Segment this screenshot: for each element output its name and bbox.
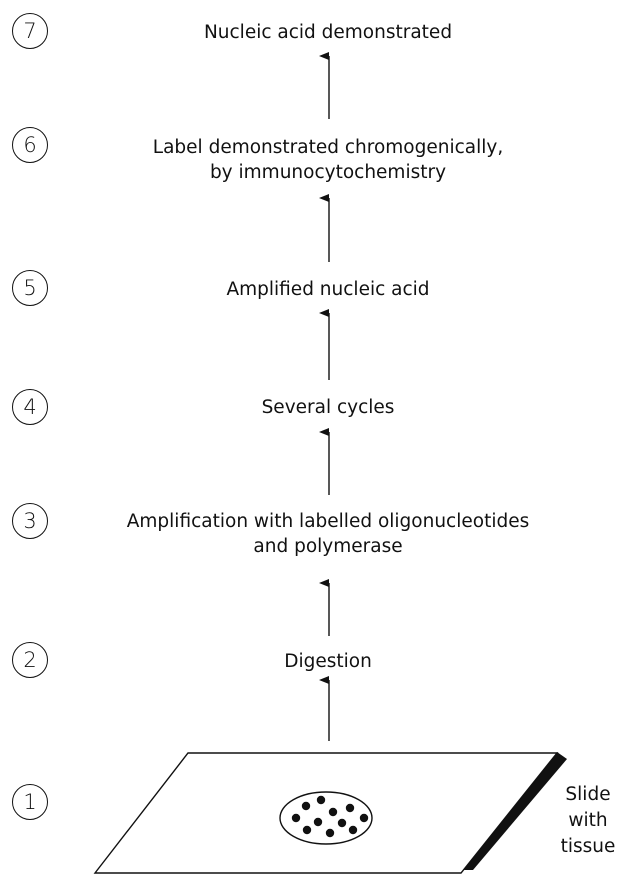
step-number-1-text: 1 (23, 790, 37, 814)
step-number-6: 6 (12, 127, 48, 163)
slide-label-line1: Slide (565, 784, 611, 805)
step-number-7: 7 (12, 13, 48, 49)
step-number-2: 2 (12, 642, 48, 678)
tissue-cell (302, 825, 312, 835)
step-number-3: 3 (12, 503, 48, 539)
step-6-text-line1: Label demonstrated chromogenically, (152, 137, 504, 158)
tissue-cell (337, 818, 347, 828)
tissue-cell (359, 813, 369, 823)
tissue-cell (348, 825, 358, 835)
step-number-1: 1 (12, 784, 48, 820)
step-number-3-text: 3 (23, 509, 37, 533)
tissue-cell (313, 817, 323, 827)
step-2-text: Digestion (284, 651, 372, 672)
step-3-text-line1: Amplification with labelled oligonucleot… (126, 511, 530, 532)
step-3-label: Amplification with labelled oligonucleot… (90, 509, 566, 559)
step-3-text-line2: and polymerase (253, 536, 403, 557)
tissue-cell (291, 813, 301, 823)
step-number-5-text: 5 (23, 276, 37, 300)
step-number-5: 5 (12, 270, 48, 306)
step-7-label: Nucleic acid demonstrated (90, 20, 566, 45)
step-number-4-text: 4 (23, 395, 37, 419)
step-5-label: Amplified nucleic acid (90, 277, 566, 302)
tissue-cell (316, 795, 326, 805)
step-4-label: Several cycles (90, 395, 566, 420)
tissue-cell (301, 801, 311, 811)
tissue-cells (291, 795, 369, 838)
step-2-label: Digestion (90, 649, 566, 674)
step-6-label: Label demonstrated chromogenically, by i… (90, 135, 566, 185)
tissue-cell (328, 807, 338, 817)
step-6-text-line2: by immunocytochemistry (209, 162, 447, 183)
step-7-text: Nucleic acid demonstrated (203, 22, 453, 43)
step-number-6-text: 6 (23, 133, 37, 157)
slide-label: Slide with tissue (552, 782, 623, 860)
step-5-text: Amplified nucleic acid (226, 279, 430, 300)
slide-label-line2: with tissue (560, 810, 616, 857)
step-4-text: Several cycles (261, 397, 395, 418)
step-number-2-text: 2 (23, 648, 37, 672)
step-number-4: 4 (12, 389, 48, 425)
step-number-7-text: 7 (23, 19, 37, 43)
tissue-cell (325, 828, 335, 838)
tissue-cell (345, 803, 355, 813)
